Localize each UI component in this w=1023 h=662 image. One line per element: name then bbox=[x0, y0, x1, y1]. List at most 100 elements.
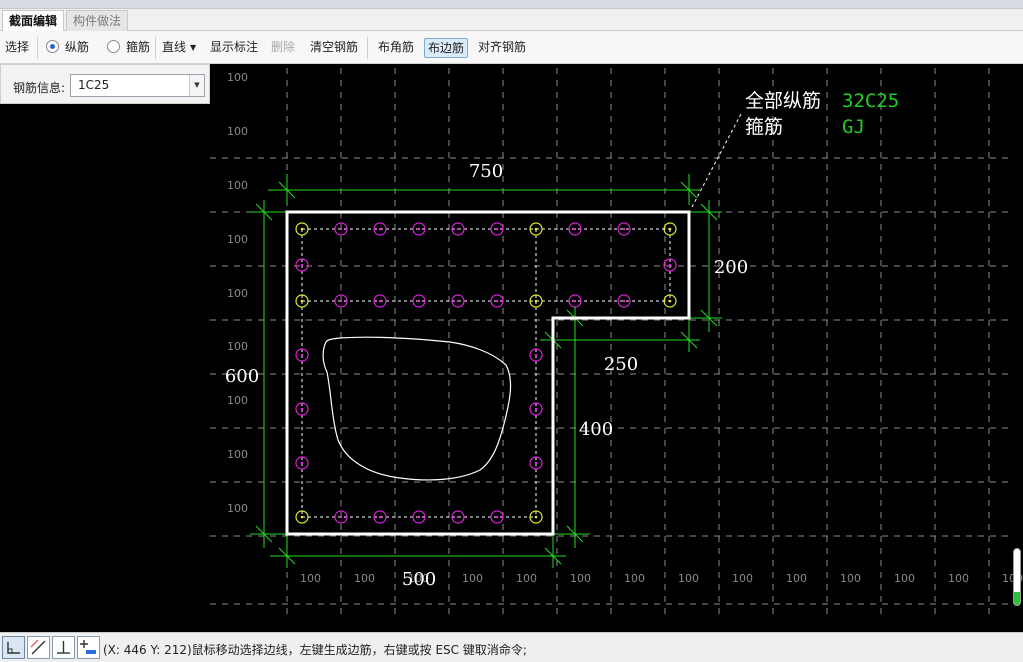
edge-rebar[interactable] bbox=[295, 456, 309, 470]
grid-label: 100 bbox=[227, 179, 248, 192]
edge-rebar[interactable] bbox=[451, 294, 465, 308]
edge-rebar[interactable] bbox=[412, 510, 426, 524]
legend-all-longitudinal-label: 全部纵筋 bbox=[745, 90, 821, 112]
status-text: (X: 446 Y: 212)鼠标移动选择边线，左键生成边筋，右键或按 ESC … bbox=[103, 643, 527, 657]
clear-rebar-button[interactable]: 清空钢筋 bbox=[310, 40, 359, 54]
drawing-canvas[interactable] bbox=[0, 64, 1023, 632]
edge-rebar[interactable] bbox=[529, 402, 543, 416]
corner-rebar[interactable] bbox=[295, 510, 309, 524]
grid-label: 100 bbox=[516, 572, 537, 585]
add-point-icon[interactable] bbox=[77, 636, 100, 659]
edge-rebar[interactable] bbox=[490, 222, 504, 236]
edge-rebar[interactable] bbox=[568, 222, 582, 236]
vertical-snap-icon[interactable] bbox=[52, 636, 75, 659]
grid-label: 100 bbox=[227, 448, 248, 461]
dimension-top: 750 bbox=[469, 161, 503, 182]
edge-rebar[interactable] bbox=[617, 294, 631, 308]
corner-rebar[interactable] bbox=[663, 222, 677, 236]
chevron-down-icon[interactable]: ▼ bbox=[189, 75, 204, 96]
rebar-legend: 全部纵筋 32C25 箍筋 GJ bbox=[745, 90, 899, 138]
corner-rebar[interactable] bbox=[295, 294, 309, 308]
title-strip bbox=[0, 0, 1023, 9]
edge-rebar[interactable] bbox=[334, 222, 348, 236]
corner-rebar[interactable] bbox=[295, 222, 309, 236]
corner-rebar[interactable] bbox=[529, 222, 543, 236]
line-mode-label: 直线 bbox=[162, 40, 187, 54]
corner-rebar[interactable] bbox=[663, 294, 677, 308]
rebar-info-label: 钢筋信息: bbox=[13, 81, 66, 95]
edge-rebar[interactable] bbox=[295, 258, 309, 272]
edge-rebar[interactable] bbox=[295, 402, 309, 416]
grid-label: 100 bbox=[678, 572, 699, 585]
grid-label: 100 bbox=[840, 572, 861, 585]
toolbar-divider bbox=[155, 37, 156, 59]
line-mode-dropdown[interactable]: 直线▼ bbox=[162, 38, 196, 58]
grid-label: 100 bbox=[227, 502, 248, 515]
legend-stirrup-label: 箍筋 bbox=[745, 116, 783, 138]
grid-label: 100 bbox=[786, 572, 807, 585]
grid-label: 100 bbox=[227, 287, 248, 300]
edge-rebar[interactable] bbox=[373, 294, 387, 308]
dimension-left: 600 bbox=[225, 366, 259, 387]
dimension-bottom: 500 bbox=[402, 569, 436, 590]
toolbar: 选择 纵筋 箍筋 直线▼ 显示标注 删除 清空钢筋 布角筋 布边筋 对齐钢筋 bbox=[0, 31, 1023, 64]
longitudinal-radio[interactable]: 纵筋 bbox=[46, 38, 89, 58]
tab-component-method[interactable]: 构件做法 bbox=[66, 10, 129, 31]
rebar-layer bbox=[295, 222, 677, 524]
zoom-slider[interactable] bbox=[1013, 548, 1021, 606]
edge-rebar[interactable] bbox=[334, 294, 348, 308]
align-rebar-button[interactable]: 对齐钢筋 bbox=[478, 40, 527, 54]
edge-rebar[interactable] bbox=[295, 348, 309, 362]
drawing-canvas-svg[interactable]: 100 100 100 100 100 100 100 100 100 100 100 100 100 1… bbox=[0, 64, 1023, 632]
grid-label: 100 bbox=[300, 572, 321, 585]
grid-label: 100 bbox=[570, 572, 591, 585]
grid-label: 100 bbox=[894, 572, 915, 585]
edge-rebar[interactable] bbox=[490, 294, 504, 308]
edge-rebar[interactable] bbox=[373, 510, 387, 524]
orthogonal-icon[interactable] bbox=[2, 636, 25, 659]
chevron-down-icon: ▼ bbox=[190, 43, 197, 52]
edge-rebar[interactable] bbox=[451, 222, 465, 236]
zoom-slider-fill bbox=[1014, 592, 1020, 605]
slope-icon[interactable] bbox=[27, 636, 50, 659]
edge-rebar[interactable] bbox=[568, 294, 582, 308]
dimension-lines bbox=[250, 174, 722, 568]
edge-rebar[interactable] bbox=[529, 456, 543, 470]
corner-rebar[interactable] bbox=[529, 510, 543, 524]
grid-label: 100 bbox=[227, 71, 248, 84]
tab-section-edit[interactable]: 截面编辑 bbox=[2, 10, 65, 32]
dimension-right-upper: 200 bbox=[714, 257, 748, 278]
legend-all-longitudinal-value: 32C25 bbox=[842, 90, 899, 112]
edge-rebar[interactable] bbox=[334, 510, 348, 524]
corner-rebar-button[interactable]: 布角筋 bbox=[378, 40, 415, 54]
longitudinal-label: 纵筋 bbox=[65, 40, 90, 54]
show-annotation-button[interactable]: 显示标注 bbox=[210, 40, 259, 54]
stirrup-radio[interactable]: 箍筋 bbox=[107, 38, 150, 58]
toolbar-divider bbox=[37, 37, 38, 59]
dimension-step-horizontal: 250 bbox=[604, 354, 638, 375]
edge-rebar[interactable] bbox=[663, 258, 677, 272]
grid-label: 100 bbox=[948, 572, 969, 585]
rebar-info-select[interactable]: 1C25 ▼ bbox=[70, 74, 205, 97]
edge-rebar[interactable] bbox=[617, 222, 631, 236]
edge-rebar[interactable] bbox=[490, 510, 504, 524]
dimension-right-lower: 400 bbox=[579, 419, 613, 440]
grid-label: 100 bbox=[227, 125, 248, 138]
select-button[interactable]: 选择 bbox=[5, 40, 30, 54]
edge-rebar-button[interactable]: 布边筋 bbox=[424, 38, 469, 58]
grid-label: 100 bbox=[408, 572, 429, 585]
edge-rebar[interactable] bbox=[412, 294, 426, 308]
corner-rebar[interactable] bbox=[529, 294, 543, 308]
delete-button[interactable]: 删除 bbox=[271, 40, 296, 54]
grid-label: 100 bbox=[624, 572, 645, 585]
edge-rebar[interactable] bbox=[373, 222, 387, 236]
dimension-labels: 750 600 200 250 400 500 bbox=[225, 161, 748, 590]
grid-label: 100 bbox=[227, 340, 248, 353]
section-outline[interactable] bbox=[285, 210, 691, 536]
edge-rebar[interactable] bbox=[451, 510, 465, 524]
edge-rebar[interactable] bbox=[529, 348, 543, 362]
edge-rebar[interactable] bbox=[412, 222, 426, 236]
grid-label: 100 bbox=[354, 572, 375, 585]
rebar-info-value: 1C25 bbox=[78, 78, 110, 92]
